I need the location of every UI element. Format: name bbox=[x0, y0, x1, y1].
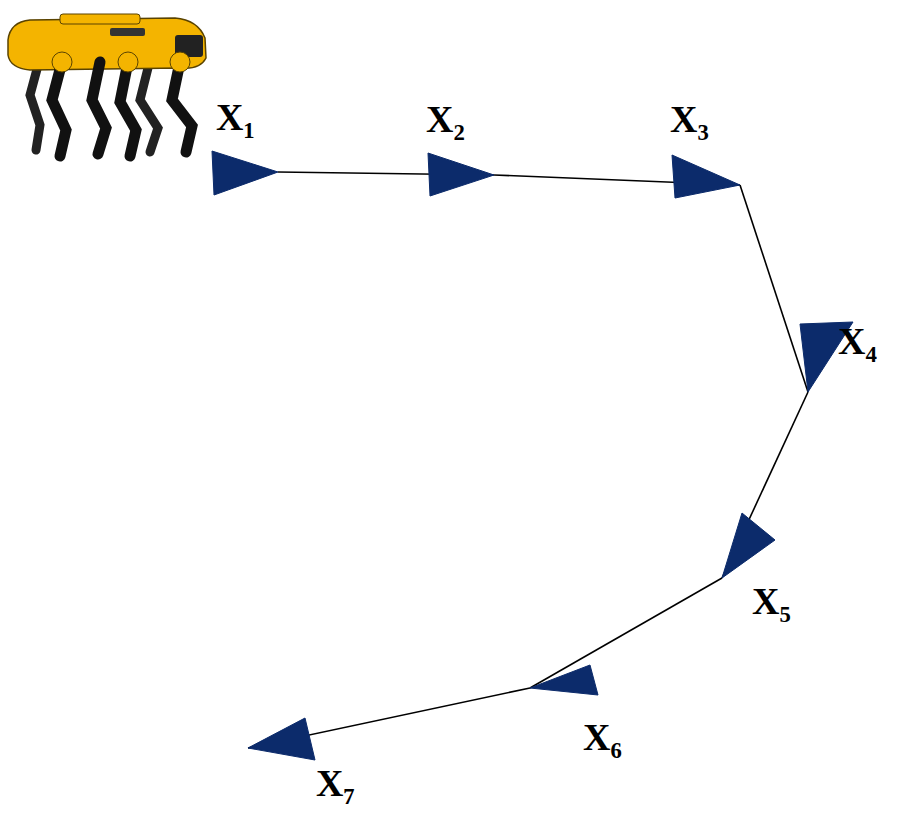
pose-node: X₄ bbox=[800, 322, 853, 392]
trajectory-link bbox=[530, 578, 722, 688]
pose-shape bbox=[212, 151, 278, 195]
pose-shape bbox=[672, 155, 740, 198]
pose-label: X₂ bbox=[426, 100, 465, 138]
trajectory-link bbox=[722, 392, 808, 578]
trajectory-link bbox=[740, 185, 808, 392]
pose-label: X₅ bbox=[752, 582, 791, 620]
pose-node: X₃ bbox=[672, 155, 740, 198]
pose-label: X₆ bbox=[583, 718, 622, 756]
pose-label: X₁ bbox=[216, 98, 255, 136]
pose-node: X₁ bbox=[212, 151, 278, 195]
pose-node: X₆ bbox=[530, 665, 598, 695]
pose-node: X₇ bbox=[248, 718, 315, 760]
pose-triangle bbox=[722, 513, 775, 578]
pose-triangle bbox=[212, 151, 278, 195]
pose-shape bbox=[722, 513, 775, 578]
robot-body bbox=[8, 14, 206, 156]
pose-triangle bbox=[530, 665, 598, 695]
pose-label: X₇ bbox=[316, 764, 355, 802]
pose-triangle bbox=[428, 153, 494, 196]
pose-triangle bbox=[248, 718, 315, 760]
robot-illustration bbox=[0, 0, 215, 165]
pose-node: X₅ bbox=[722, 513, 775, 578]
pose-label: X₄ bbox=[838, 322, 877, 360]
pose-node: X₂ bbox=[428, 153, 494, 196]
pose-shape bbox=[248, 718, 315, 760]
pose-shape bbox=[530, 665, 598, 695]
pose-shape bbox=[428, 153, 494, 196]
pose-triangle bbox=[672, 155, 740, 198]
pose-label: X₃ bbox=[670, 100, 709, 138]
